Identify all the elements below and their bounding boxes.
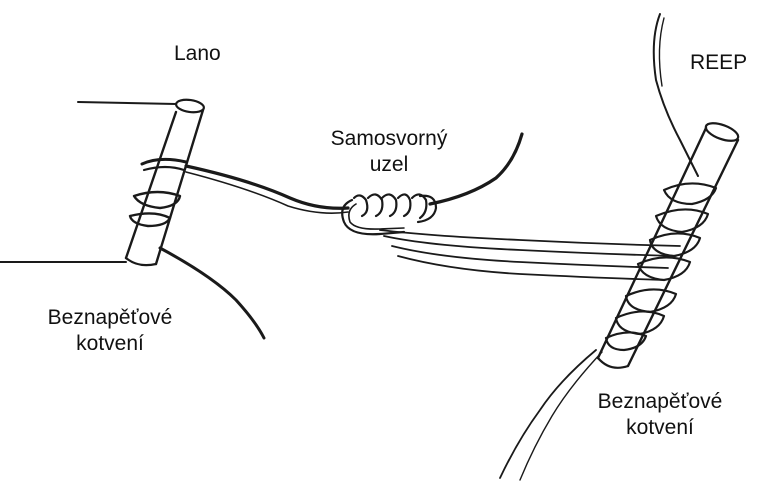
left-anchor-pole [0, 98, 264, 338]
anchor-right-label: Beznapěťové kotvení [570, 389, 750, 441]
reep-label: REEP [690, 50, 747, 76]
rope-label: Lano [174, 41, 221, 67]
anchor-left-label-line2: kotvení [20, 331, 200, 357]
anchor-right-label-line2: kotvení [570, 415, 750, 441]
anchor-right-label-line1: Beznapěťové [570, 389, 750, 415]
knot-label-line2: uzel [306, 152, 472, 178]
knot-label-line1: Samosvorný [306, 126, 472, 152]
knot-label: Samosvorný uzel [306, 126, 472, 178]
anchor-left-label: Beznapěťové kotvení [20, 305, 200, 357]
anchor-left-label-line1: Beznapěťové [20, 305, 200, 331]
prusik-knot [342, 194, 680, 280]
